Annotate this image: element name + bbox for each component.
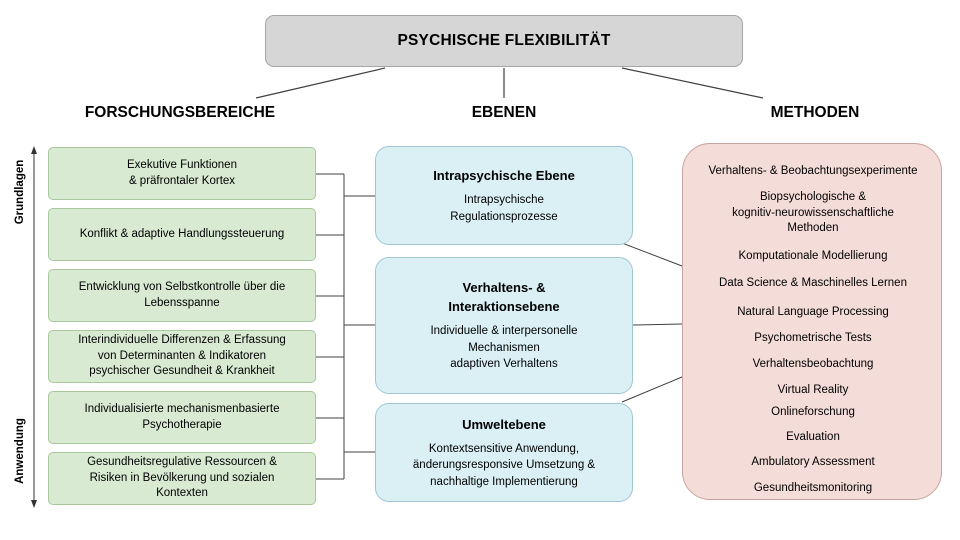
- methods-box: Verhaltens- & Beobachtungsexperimente Bi…: [682, 143, 942, 500]
- method-item: Psychometrische Tests: [754, 332, 872, 344]
- method-item: Verhaltensbeobachtung: [752, 358, 874, 370]
- axis-label-top: Grundlagen: [14, 159, 26, 225]
- research-area-label: Exekutive Funktionen & präfrontaler Kort…: [127, 159, 237, 187]
- main-title: PSYCHISCHE FLEXIBILITÄT: [397, 32, 611, 49]
- level-box-intrapsychic: Intrapsychische Ebene Intrapsychische Re…: [375, 146, 633, 245]
- method-item: Data Science & Maschinelles Lernen: [719, 277, 907, 289]
- method-item: Ambulatory Assessment: [751, 456, 875, 468]
- column-header-research: FORSCHUNGSBEREICHE: [84, 104, 276, 121]
- research-area-box: Gesundheitsregulative Ressourcen & Risik…: [48, 452, 316, 505]
- method-item: Komputationale Modellierung: [738, 250, 888, 262]
- column-header-levels: EBENEN: [471, 104, 537, 121]
- method-item: Gesundheitsmonitoring: [753, 482, 873, 494]
- research-area-label: Konflikt & adaptive Handlungssteuerung: [79, 227, 285, 240]
- research-area-label: Individualisierte mechanismenbasierte Ps…: [84, 403, 280, 431]
- level-description: Kontextsensitive Anwendung, änderungsres…: [412, 442, 596, 488]
- axis-label-bottom: Anwendung: [14, 418, 26, 484]
- research-area-label: Interindividuelle Differenzen & Erfassun…: [78, 334, 286, 378]
- main-title-box: PSYCHISCHE FLEXIBILITÄT: [265, 15, 743, 67]
- research-area-label: Entwicklung von Selbstkontrolle über die…: [78, 281, 286, 309]
- method-item: Biopsychologische & kognitiv-neurowissen…: [732, 191, 894, 234]
- research-area-box: Konflikt & adaptive Handlungssteuerung: [48, 208, 316, 261]
- research-area-box: Individualisierte mechanismenbasierte Ps…: [48, 391, 316, 444]
- research-area-box: Interindividuelle Differenzen & Erfassun…: [48, 330, 316, 383]
- method-item: Virtual Reality: [777, 384, 849, 396]
- column-header-methods: METHODEN: [770, 104, 860, 121]
- level-box-behavior: Verhaltens- & Interaktionsebene Individu…: [375, 257, 633, 394]
- method-item: Evaluation: [786, 431, 840, 443]
- level-description: Intrapsychische Regulationsprozesse: [450, 194, 558, 223]
- research-area-box: Exekutive Funktionen & präfrontaler Kort…: [48, 147, 316, 200]
- method-item: Natural Language Processing: [737, 306, 889, 318]
- level-title: Verhaltens- & Interaktionsebene: [448, 280, 560, 315]
- level-title: Umweltebene: [462, 416, 546, 432]
- level-box-environment: Umweltebene Kontextsensitive Anwendung, …: [375, 403, 633, 502]
- level-title: Intrapsychische Ebene: [433, 168, 575, 183]
- research-area-box: Entwicklung von Selbstkontrolle über die…: [48, 269, 316, 322]
- method-item: Onlineforschung: [771, 406, 855, 418]
- method-item: Verhaltens- & Beobachtungsexperimente: [708, 165, 918, 177]
- level-description: Individuelle & interpersonelle Mechanism…: [430, 325, 578, 371]
- research-area-label: Gesundheitsregulative Ressourcen & Risik…: [87, 456, 277, 500]
